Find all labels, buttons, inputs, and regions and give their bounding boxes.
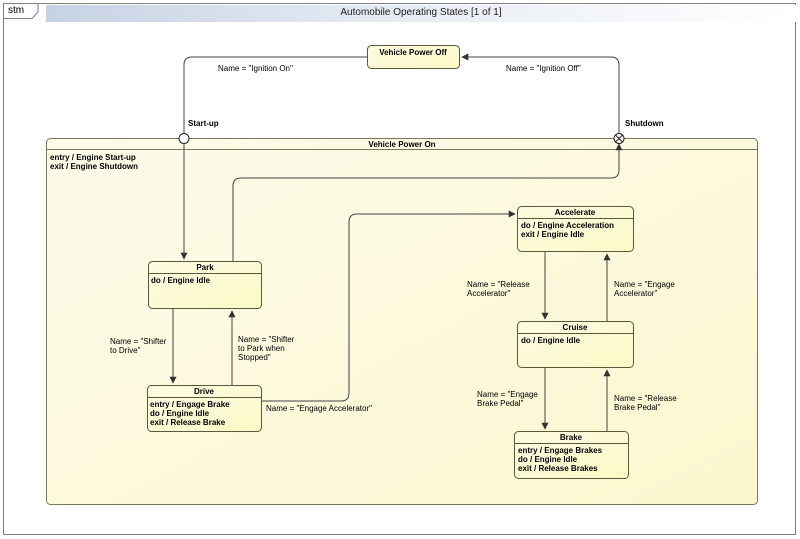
state-name: Vehicle Power On xyxy=(368,140,435,149)
transition-drive-to-accelerate[interactable] xyxy=(261,210,516,402)
label-ignition-on: Name = "Ignition On" xyxy=(218,64,293,73)
label-shifter-park-2: to Park when xyxy=(238,344,285,353)
do-behavior: do / Engine Idle xyxy=(150,409,210,418)
label-release-accel-2: Accelerator" xyxy=(467,289,510,298)
label-shifter-park-3: Stopped" xyxy=(238,353,271,362)
diagram-kind-label: stm xyxy=(8,5,25,16)
exit-behavior: exit / Release Brake xyxy=(150,418,226,427)
label-engage-brake-1: Name = "Engage xyxy=(477,390,538,399)
label-engage-brake-2: Brake Pedal" xyxy=(477,399,524,408)
transition-ignition-off[interactable] xyxy=(461,53,620,133)
exit-behavior: exit / Engine Idle xyxy=(521,230,585,239)
entry-behavior: entry / Engage Brake xyxy=(150,400,230,409)
exit-point-shutdown[interactable] xyxy=(613,133,625,144)
do-behavior: do / Engine Idle xyxy=(518,455,578,464)
exit-behavior: exit / Release Brakes xyxy=(518,464,598,473)
state-name: Vehicle Power Off xyxy=(379,48,447,57)
label-release-accel-1: Name = "Release xyxy=(467,280,530,289)
state-name: Park xyxy=(196,263,214,272)
label-release-brake-1: Name = "Release xyxy=(614,394,677,403)
label-shifter-park-1: Name = "Shifter xyxy=(238,335,295,344)
diagram-title: Automobile Operating States [1 of 1] xyxy=(340,7,502,18)
label-engage-accel-cruise-2: Accelerator" xyxy=(614,289,657,298)
state-drive[interactable]: Drive entry / Engage Brake do / Engine I… xyxy=(147,385,262,432)
label-shifter-drive-1: Name = "Shifter xyxy=(110,337,167,346)
state-vehicle-power-off[interactable]: Vehicle Power Off xyxy=(367,45,460,69)
state-vehicle-power-on[interactable]: Vehicle Power On entry / Engine Start-up… xyxy=(46,138,758,505)
label-release-brake-2: Brake Pedal" xyxy=(614,403,661,412)
do-behavior: do / Engine Idle xyxy=(521,336,581,345)
state-name: Drive xyxy=(194,387,215,396)
transition-ignition-on[interactable] xyxy=(183,56,367,133)
label-engage-accel-drive: Name = "Engage Accelerator" xyxy=(266,404,372,413)
entry-behavior: entry / Engage Brakes xyxy=(518,446,603,455)
state-name: Brake xyxy=(560,433,583,442)
state-brake[interactable]: Brake entry / Engage Brakes do / Engine … xyxy=(514,431,629,479)
entry-point-startup[interactable] xyxy=(178,133,190,144)
state-name: Cruise xyxy=(563,323,588,332)
label-engage-accel-cruise-1: Name = "Engage xyxy=(614,280,675,289)
transition-park-to-shutdown[interactable] xyxy=(232,143,623,261)
diagram-kind-tab: stm xyxy=(3,3,39,19)
state-accelerate[interactable]: Accelerate do / Engine Acceleration exit… xyxy=(517,206,634,252)
do-behavior: do / Engine Acceleration xyxy=(521,221,614,230)
state-park[interactable]: Park do / Engine Idle xyxy=(148,261,262,309)
label-ignition-off: Name = "Ignition Off" xyxy=(506,64,581,73)
state-cruise[interactable]: Cruise do / Engine Idle xyxy=(517,321,634,368)
exit-behavior: exit / Engine Shutdown xyxy=(50,162,138,171)
do-behavior: do / Engine Idle xyxy=(151,276,211,285)
state-name: Accelerate xyxy=(555,208,596,217)
entry-behavior: entry / Engine Start-up xyxy=(50,153,136,162)
label-shifter-drive-2: to Drive" xyxy=(110,346,141,355)
title-bar: Automobile Operating States [1 of 1] xyxy=(46,5,796,22)
shutdown-label: Shutdown xyxy=(625,119,664,128)
startup-label: Start-up xyxy=(188,119,219,128)
